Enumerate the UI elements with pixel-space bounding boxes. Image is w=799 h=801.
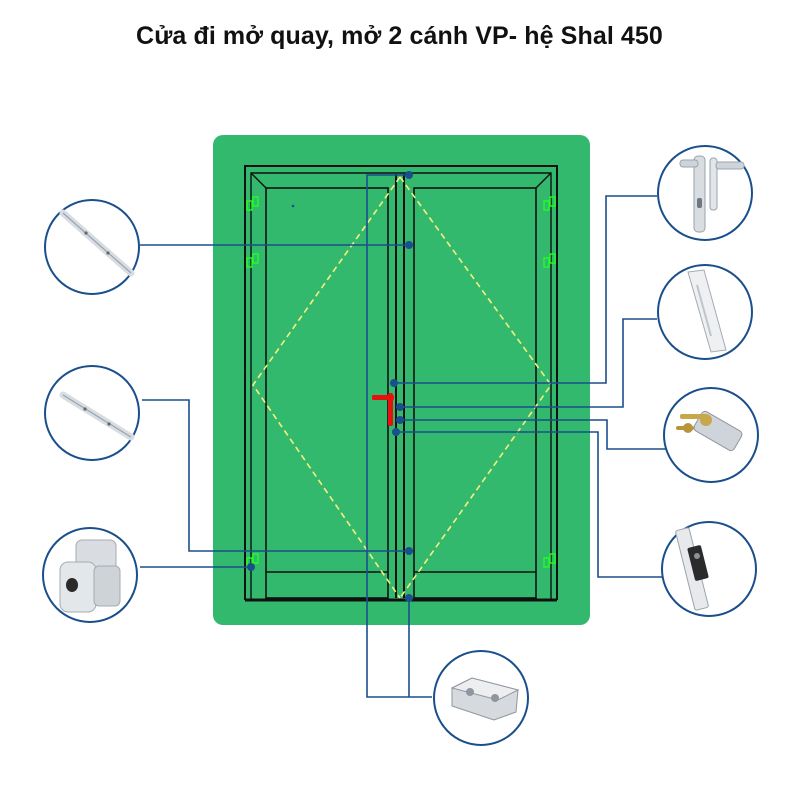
diagram-panel	[213, 135, 590, 625]
swing-guide-lines	[252, 176, 552, 599]
hinge-markers	[246, 196, 556, 568]
key-cylinder-icon	[676, 410, 743, 452]
lever-handle-icon	[679, 155, 745, 233]
frame-dot	[291, 204, 295, 208]
hinge-marker	[543, 196, 556, 211]
lock-body-icon	[675, 527, 709, 611]
flush-bolt-icon	[59, 391, 135, 441]
hinge-marker	[246, 196, 259, 211]
connector-dots	[247, 171, 413, 602]
callout-cylinder-lock	[663, 387, 759, 483]
callout-door-stopper	[433, 650, 529, 746]
connector-lines	[140, 174, 666, 698]
callout-strike-plate	[657, 264, 753, 360]
callout-hinge	[42, 527, 138, 623]
door-hinge-icon	[59, 539, 121, 613]
callout-flush-bolt-bottom	[44, 365, 140, 461]
hinge-marker	[246, 253, 259, 268]
page-title: Cửa đi mở quay, mở 2 cánh VP- hệ Shal 45…	[136, 22, 663, 50]
flush-bolt-icon	[59, 209, 135, 277]
strike-plate-icon	[687, 269, 727, 353]
door-handle	[372, 393, 394, 426]
hinge-marker	[543, 253, 556, 268]
callout-flush-bolt-top	[44, 199, 140, 295]
door-stopper-icon	[450, 677, 520, 721]
callout-lock-body	[661, 521, 757, 617]
hinge-marker	[543, 553, 556, 568]
callout-handle	[657, 145, 753, 241]
